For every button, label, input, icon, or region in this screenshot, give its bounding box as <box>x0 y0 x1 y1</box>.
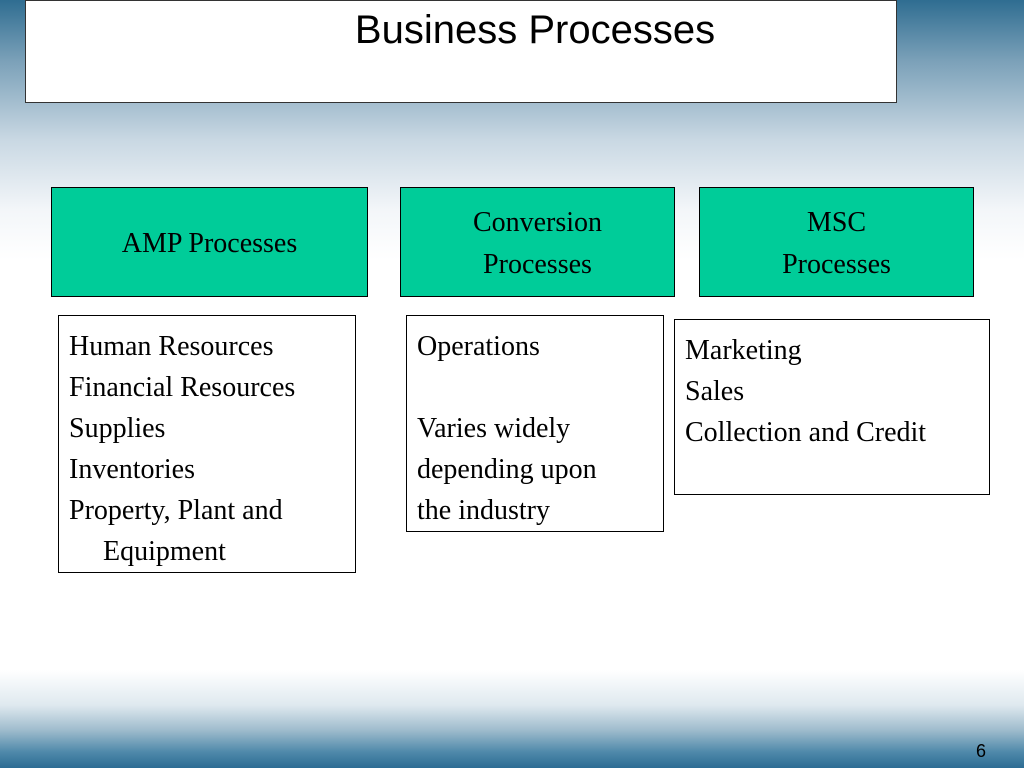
list-item: the industry <box>417 495 550 526</box>
conversion-processes-label: Conversion Processes <box>472 207 603 280</box>
list-item: Marketing <box>685 335 802 366</box>
slide-title: Business Processes <box>354 8 716 52</box>
conversion-processes-header: Conversion Processes <box>400 187 675 297</box>
list-item: Property, Plant and Equipment <box>69 495 283 567</box>
list-item: depending upon <box>417 454 597 485</box>
amp-processes-list: Human Resources Financial Resources Supp… <box>58 315 356 573</box>
list-spacer <box>417 367 663 408</box>
amp-processes-label: AMP Processes <box>121 228 298 259</box>
list-item: Operations <box>417 331 540 362</box>
title-box <box>25 0 897 103</box>
msc-processes-header: MSC Processes <box>699 187 974 297</box>
list-item: Supplies <box>69 413 166 444</box>
msc-processes-list: Marketing Sales Collection and Credit <box>674 319 990 495</box>
list-item: Collection and Credit <box>685 417 927 448</box>
list-item: Inventories <box>69 454 195 485</box>
list-item: Varies widely <box>417 413 571 444</box>
amp-processes-header: AMP Processes <box>51 187 368 297</box>
list-item: Human Resources <box>69 331 274 362</box>
conversion-processes-list: Operations Varies widely depending upon … <box>406 315 664 532</box>
page-number: 6 <box>975 741 986 761</box>
list-item: Financial Resources <box>69 372 296 403</box>
list-item: Sales <box>685 376 745 407</box>
msc-processes-label: MSC Processes <box>782 207 891 280</box>
